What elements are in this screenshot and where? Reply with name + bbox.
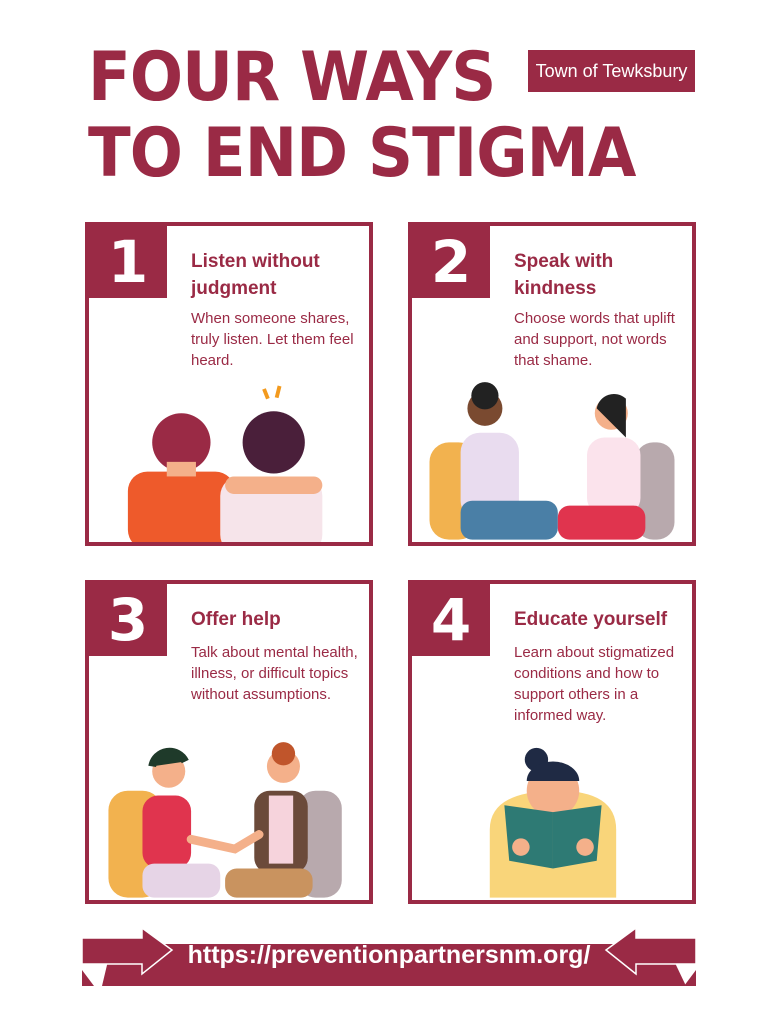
card-text: Talk about mental health, illness, or di…: [191, 644, 358, 703]
card-text: Learn about stigmatized conditions and h…: [514, 644, 675, 724]
conversation-illustration: [429, 382, 675, 540]
card-heading: Offer help: [191, 609, 281, 630]
card-heading: Educate yourself: [514, 609, 668, 630]
card-speak: 2 Speak with kindness Choose words that …: [408, 222, 696, 546]
listening-friends-illustration: [127, 385, 323, 542]
step-number: 3: [89, 584, 167, 656]
title-line-1: FOUR WAYS: [88, 38, 496, 117]
step-number: 2: [412, 226, 490, 298]
url-banner: [82, 928, 696, 986]
card-help: 3 Offer help Talk about mental health, i…: [85, 580, 373, 904]
card-text: Choose words that uplift and support, no…: [514, 310, 675, 369]
card-listen: 1 Listen without judgment When someone s…: [85, 222, 373, 546]
website-link[interactable]: https://preventionpartnersnm.org/: [187, 941, 591, 969]
page-title: FOUR WAYS TO END STIGMA: [88, 40, 636, 192]
step-number: 1: [89, 226, 167, 298]
card-heading: Speak with kindness: [514, 251, 614, 299]
title-line-2: TO END STIGMA: [88, 114, 636, 193]
step-number: 4: [412, 584, 490, 656]
town-badge: Town of Tewksbury: [528, 50, 695, 92]
reading-book-illustration: [489, 747, 617, 898]
offering-help-illustration: [108, 742, 342, 898]
card-educate: 4 Educate yourself Learn about stigmatiz…: [408, 580, 696, 904]
card-heading: Listen without judgment: [191, 251, 320, 299]
card-text: When someone shares, truly listen. Let t…: [191, 310, 354, 369]
